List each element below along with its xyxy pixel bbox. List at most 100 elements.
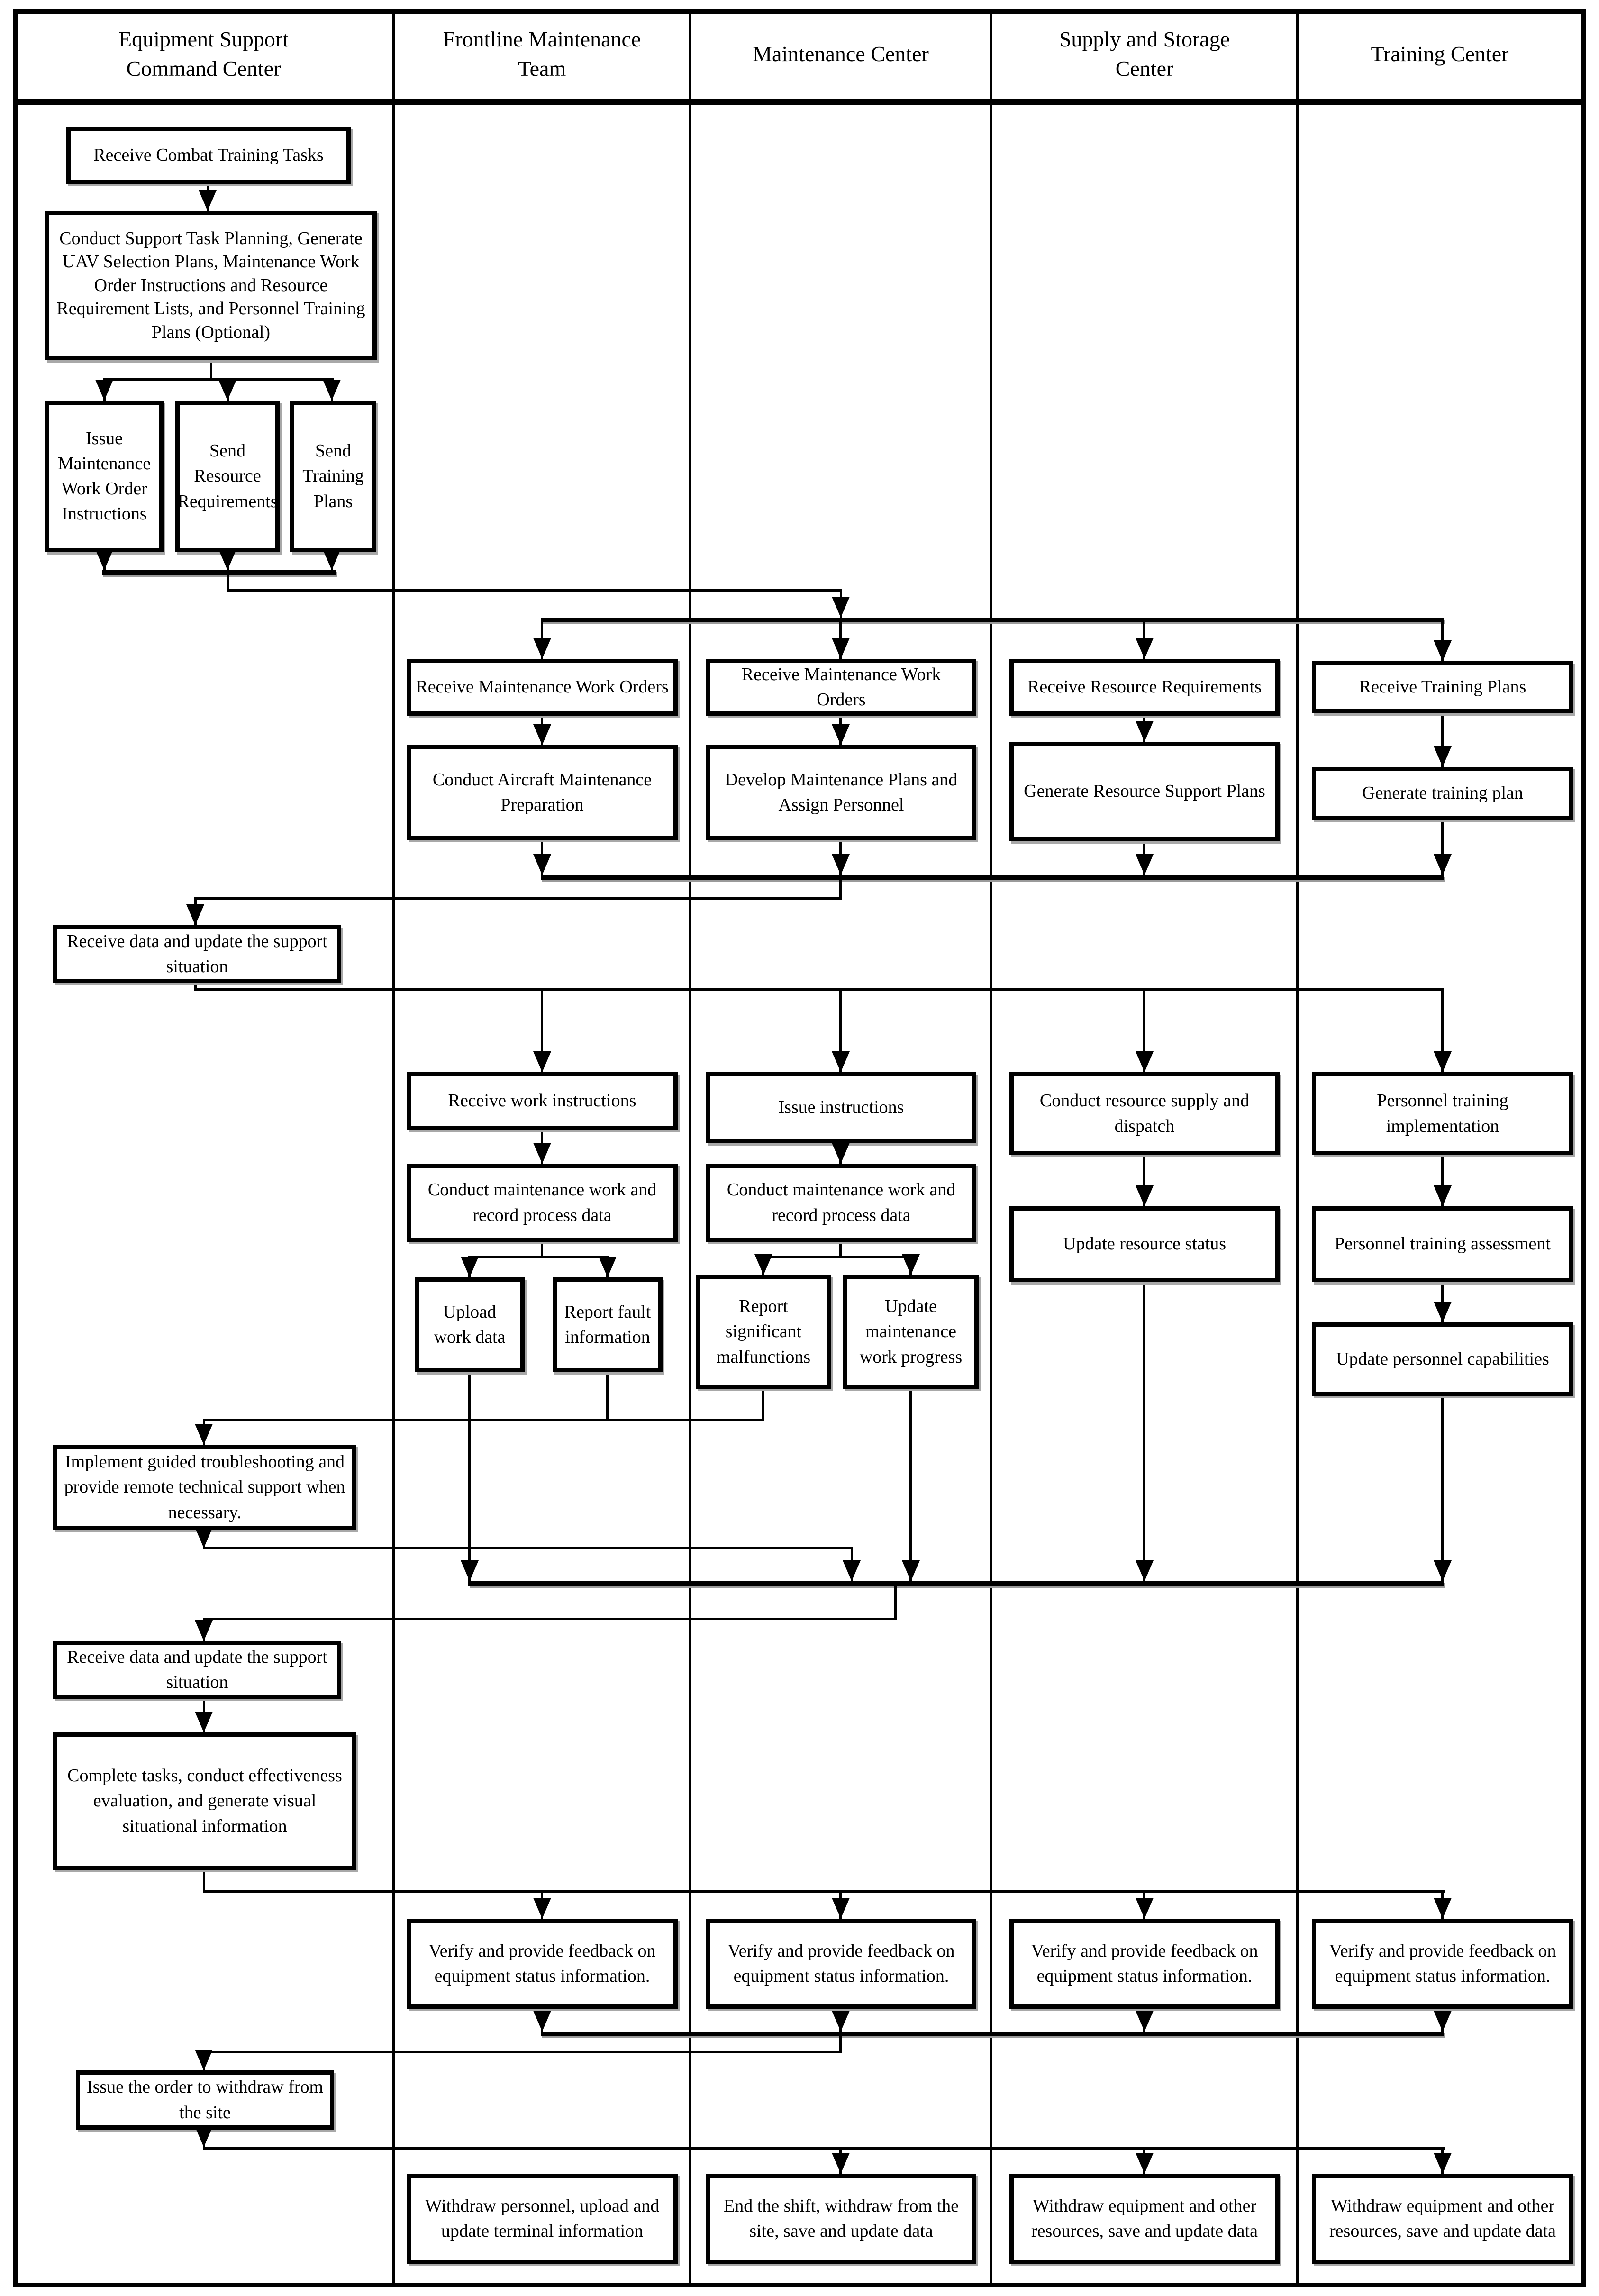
arrow-down-icon — [533, 2011, 551, 2032]
arrow-down-icon — [832, 597, 850, 618]
arrow-down-icon — [1434, 2011, 1452, 2032]
arrow-down-icon — [323, 549, 341, 570]
flow-line — [1441, 991, 1444, 1072]
lane-header-supply-and-storage-center: Supply and Storage Center — [991, 9, 1298, 99]
node-update-maintenance-work-progress: Update maintenance work progress — [843, 1275, 979, 1389]
node-issue-maintenance-work-order-instructions: Issue Maintenance Work Order Instruction… — [45, 401, 164, 552]
arrow-down-icon — [195, 1424, 213, 1445]
arrow-down-icon — [533, 854, 551, 875]
arrow-down-icon — [461, 1257, 479, 1277]
arrow-down-icon — [832, 854, 850, 875]
header-separator — [13, 99, 1586, 105]
node-conduct-maintenance-work-center: Conduct maintenance work and record proc… — [706, 1164, 976, 1242]
lane-label: Training Center — [1371, 41, 1509, 66]
arrow-down-icon — [461, 1560, 479, 1581]
node-receive-maintenance-work-orders-frontline: Receive Maintenance Work Orders — [407, 659, 678, 716]
flow-line — [541, 991, 543, 1072]
arrow-down-icon — [199, 190, 217, 211]
node-personnel-training-assessment: Personnel training assessment — [1312, 1206, 1573, 1282]
flow-line — [909, 1389, 912, 1581]
lane-header-frontline-maintenance-team: Frontline Maintenance Team — [394, 9, 690, 99]
flow-line — [606, 1372, 609, 1421]
node-send-resource-requirements: Send Resource Requirements — [175, 401, 280, 552]
flow-line — [194, 897, 842, 900]
flow-line — [468, 1372, 471, 1581]
node-receive-training-plans: Receive Training Plans — [1312, 661, 1573, 713]
arrow-down-icon — [1136, 1051, 1154, 1072]
node-report-fault-information: Report fault information — [553, 1277, 663, 1372]
arrow-down-icon — [1434, 1302, 1452, 1322]
lane-divider — [689, 9, 691, 2287]
arrow-down-icon — [533, 1143, 551, 1164]
arrow-down-icon — [1434, 746, 1452, 767]
arrow-down-icon — [832, 2153, 850, 2174]
flow-line — [203, 1870, 205, 1893]
node-receive-maintenance-work-orders-center: Receive Maintenance Work Orders — [706, 659, 976, 716]
arrow-down-icon — [1434, 2153, 1452, 2174]
merge-bar — [468, 1581, 1444, 1586]
node-generate-resource-support-plans: Generate Resource Support Plans — [1009, 742, 1280, 841]
node-conduct-support-task-planning: Conduct Support Task Planning, Generate … — [45, 211, 377, 360]
lane-divider — [392, 9, 395, 2287]
arrow-down-icon — [323, 380, 341, 401]
arrow-down-icon — [1136, 854, 1154, 875]
lane-label: Equipment Support Command Center — [118, 27, 289, 81]
arrow-down-icon — [1136, 2011, 1154, 2032]
flow-line — [1143, 991, 1145, 1072]
arrow-down-icon — [1136, 1560, 1154, 1581]
flow-line — [194, 983, 197, 991]
flow-line — [1143, 1155, 1145, 1206]
arrow-down-icon — [832, 724, 850, 745]
arrow-down-icon — [754, 1254, 772, 1275]
arrow-down-icon — [902, 1254, 920, 1275]
merge-bar — [541, 875, 1444, 880]
lane-label: Supply and Storage Center — [1059, 27, 1230, 81]
merge-bar — [541, 2032, 1444, 2036]
node-receive-resource-requirements: Receive Resource Requirements — [1009, 659, 1280, 716]
lane-label: Maintenance Center — [753, 41, 929, 66]
lane-header-training-center: Training Center — [1298, 9, 1582, 99]
node-send-training-plans: Send Training Plans — [290, 401, 376, 552]
arrow-down-icon — [843, 1560, 861, 1581]
node-generate-training-plan: Generate training plan — [1312, 767, 1573, 820]
arrow-down-icon — [1136, 2153, 1154, 2174]
lane-header-equipment-support-command-center: Equipment Support Command Center — [13, 9, 394, 99]
flow-line — [227, 575, 229, 592]
flow-line — [839, 991, 842, 1072]
node-receive-data-update-support-situation-1: Receive data and update the support situ… — [53, 925, 341, 983]
arrow-down-icon — [599, 1257, 617, 1277]
node-issue-order-withdraw: Issue the order to withdraw from the sit… — [76, 2070, 334, 2130]
flow-line — [894, 1586, 897, 1620]
flow-line — [468, 1256, 609, 1258]
merge-bar — [102, 570, 336, 575]
arrow-down-icon — [1434, 1898, 1452, 1919]
node-verify-feedback-center: Verify and provide feedback on equipment… — [706, 1919, 976, 2009]
node-update-personnel-capabilities: Update personnel capabilities — [1312, 1322, 1573, 1396]
arrow-down-icon — [832, 1898, 850, 1919]
node-report-significant-malfunctions: Report significant malfunctions — [696, 1275, 831, 1389]
arrow-down-icon — [195, 2050, 213, 2070]
arrow-down-icon — [533, 1898, 551, 1919]
node-verify-feedback-training: Verify and provide feedback on equipment… — [1312, 1919, 1573, 2009]
arrow-down-icon — [95, 549, 113, 570]
flow-line — [762, 1256, 912, 1258]
arrow-down-icon — [218, 380, 236, 401]
flow-line — [203, 1419, 764, 1421]
flow-line — [1441, 1396, 1444, 1581]
arrow-down-icon — [1136, 721, 1154, 742]
flow-line — [227, 589, 842, 592]
arrow-down-icon — [1434, 1185, 1452, 1206]
lane-divider — [1296, 9, 1299, 2287]
flow-line — [839, 880, 842, 900]
node-implement-guided-troubleshooting: Implement guided troubleshooting and pro… — [53, 1445, 356, 1530]
distribution-bar — [541, 618, 1444, 622]
lane-divider — [990, 9, 992, 2287]
flow-line — [203, 2051, 842, 2053]
flow-line — [1143, 1282, 1145, 1581]
node-conduct-resource-supply-and-dispatch: Conduct resource supply and dispatch — [1009, 1072, 1280, 1155]
arrow-down-icon — [533, 638, 551, 659]
arrow-down-icon — [1136, 1898, 1154, 1919]
arrow-down-icon — [533, 724, 551, 745]
node-verify-feedback-frontline: Verify and provide feedback on equipment… — [407, 1919, 678, 2009]
arrow-down-icon — [832, 638, 850, 659]
